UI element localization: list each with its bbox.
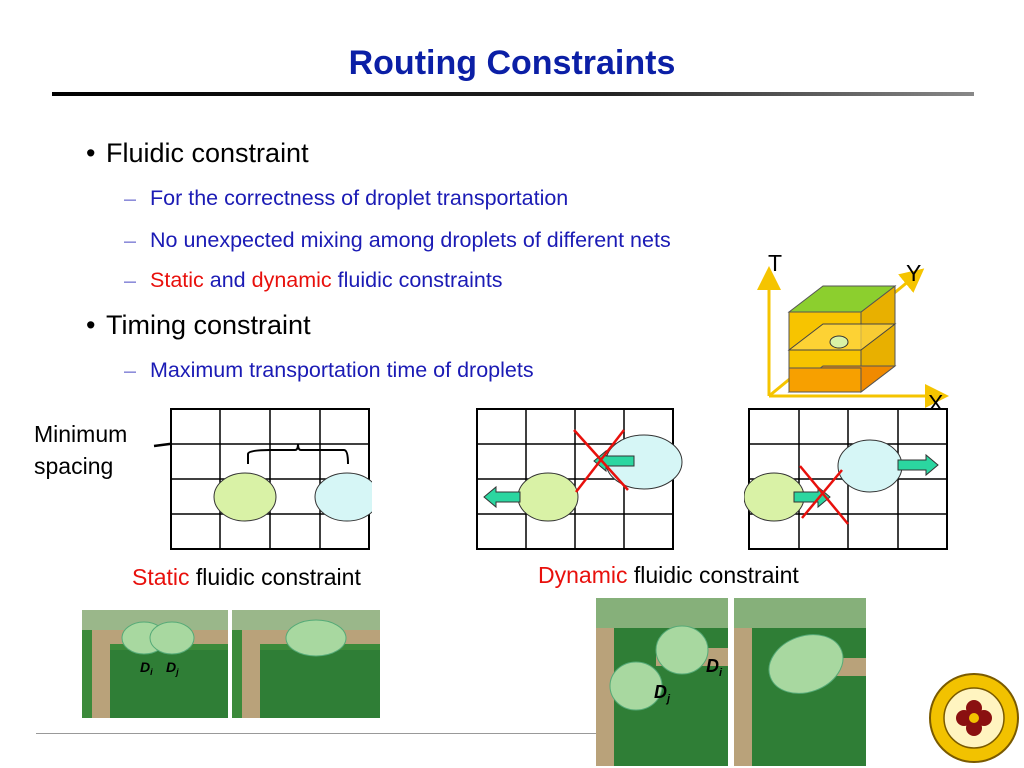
dynamic-photo-2 [734,598,866,766]
cube-droplet [829,335,849,349]
photo-dj-label: Dj [166,659,179,677]
static-photo-1: Di Dj [82,610,228,718]
sub-bullet-mixing: — No unexpected mixing among droplets of … [124,228,671,253]
bullet-dot-icon: • [86,138,96,168]
droplet-j [314,472,372,522]
sub-bullet-correctness: — For the correctness of droplet transpor… [124,186,568,211]
footer-divider [36,733,596,734]
university-seal-icon [929,673,1019,763]
dynamic-word: dynamic [251,268,332,292]
static-constraint-grid [170,408,372,550]
bullet-label: Fluidic constraint [106,138,309,168]
minimum-spacing-label: Minimum spacing [34,418,127,482]
cube-top [787,285,897,313]
axis-y-label: Y [906,260,922,286]
droplet-j [837,439,903,493]
bullet-timing: • Timing constraint [86,310,311,341]
static-photo-2 [232,610,380,718]
bullet-label: Timing constraint [106,310,311,340]
photo-di-label: Di [140,659,153,677]
arrow-right-icon [897,453,939,477]
dash-icon: — [124,364,136,379]
page-title: Routing Constraints [348,44,676,82]
dash-icon: — [124,192,136,207]
sub-bullet-label: No unexpected mixing among droplets of d… [150,228,671,252]
spacing-word: spacing [34,453,114,479]
sub-bullet-label: Maximum transportation time of droplets [150,358,534,382]
timing-cube-diagram [757,266,949,408]
sub-bullet-label: For the correctness of droplet transport… [150,186,569,210]
spacing-brace [247,443,349,465]
dynamic-constraint-grid-2 [744,408,948,550]
title-divider [52,92,974,96]
droplet-i [517,472,579,522]
axis-t-label: T [768,250,783,276]
cube-lower-front [788,367,862,393]
dynamic-caption-red: Dynamic [538,562,628,588]
cross-icon-stroke [801,469,843,519]
and-word: and [203,268,252,292]
static-caption-red: Static [132,564,190,590]
dynamic-caption: Dynamic fluidic constraint [538,562,799,589]
arrow-left-icon [483,485,521,509]
dynamic-constraint-grid-1 [476,408,683,550]
cross-icon [799,465,849,525]
dynamic-photo-1: Di Dj [596,598,728,766]
droplet-i [213,472,277,522]
sub-bullet-max-time: — Maximum transportation time of droplets [124,358,534,383]
minimum-word: Minimum [34,421,128,447]
dash-icon: — [124,234,136,249]
static-caption-rest: fluidic constraint [189,564,361,590]
cross-icon-stroke [575,429,625,493]
dynamic-caption-rest: fluidic constraint [627,562,799,588]
photo-dj-label: Dj [654,682,671,705]
fluidic-constraints-word: fluidic constraints [331,268,503,292]
dash-icon: — [124,274,136,289]
bullet-dot-icon: • [86,310,96,340]
static-word: Static [150,268,204,292]
sub-bullet-static-dynamic: — Static and dynamic fluidic constraints [124,268,503,293]
photo-di-label: Di [706,656,723,679]
bullet-fluidic: • Fluidic constraint [86,138,309,169]
static-caption: Static fluidic constraint [132,564,361,591]
